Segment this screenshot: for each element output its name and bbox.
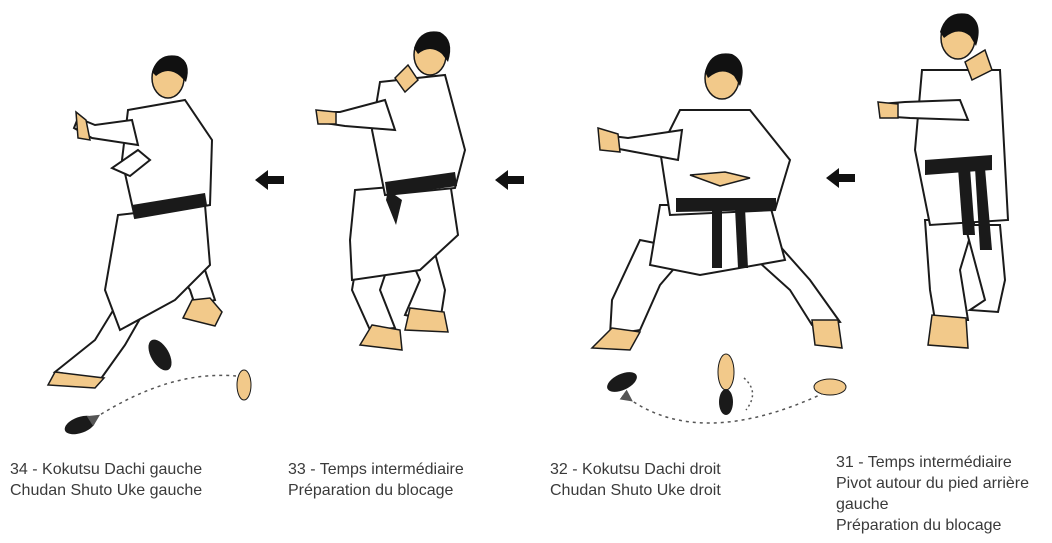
- caption-31-line4: Préparation du blocage: [836, 515, 1046, 536]
- caption-33-line2: Préparation du blocage: [288, 480, 464, 501]
- caption-34-line2: Chudan Shuto Uke gauche: [10, 480, 202, 501]
- caption-step-32: 32 - Kokutsu Dachi droit Chudan Shuto Uk…: [550, 459, 721, 501]
- caption-step-31: 31 - Temps intermédiaire Pivot autour du…: [836, 452, 1046, 536]
- caption-step-34: 34 - Kokutsu Dachi gauche Chudan Shuto U…: [10, 459, 202, 501]
- caption-step-33: 33 - Temps intermédiaire Préparation du …: [288, 459, 464, 501]
- arrow-left-icon: [495, 170, 524, 190]
- caption-34-line1: 34 - Kokutsu Dachi gauche: [10, 459, 202, 480]
- caption-32-line2: Chudan Shuto Uke droit: [550, 480, 721, 501]
- karateka-figure-34: [48, 55, 251, 438]
- caption-33-line1: 33 - Temps intermédiaire: [288, 459, 464, 480]
- caption-32-line1: 32 - Kokutsu Dachi droit: [550, 459, 721, 480]
- footprint-dark: [144, 336, 177, 374]
- karateka-figure-32: [592, 53, 846, 423]
- karateka-figure-33: [316, 31, 465, 350]
- arrow-left-icon: [255, 170, 284, 190]
- caption-31-line3: gauche: [836, 494, 1046, 515]
- caption-31-line2: Pivot autour du pied arrière: [836, 473, 1046, 494]
- caption-31-line1: 31 - Temps intermédiaire: [836, 452, 1046, 473]
- karateka-figure-31: [878, 13, 1008, 348]
- arrow-left-icon: [826, 168, 855, 188]
